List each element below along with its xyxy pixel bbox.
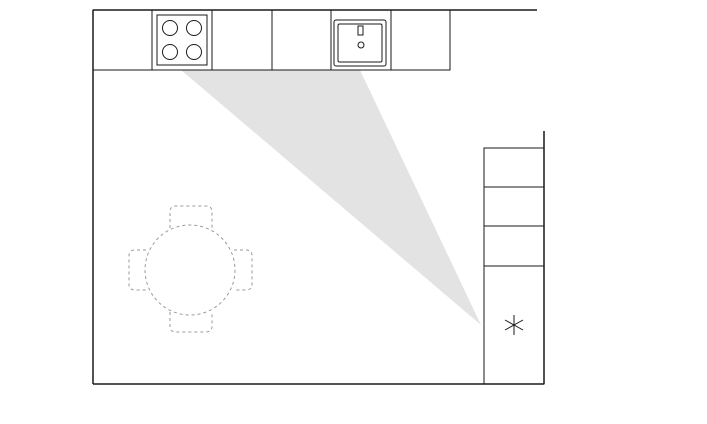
chair-left-icon bbox=[128, 249, 146, 291]
room-walls bbox=[92, 9, 545, 385]
burner-icon bbox=[186, 44, 202, 60]
burner-icon bbox=[186, 20, 202, 36]
work-triangle bbox=[181, 70, 481, 325]
faucet-icon bbox=[357, 25, 364, 36]
chair-top-icon bbox=[169, 205, 213, 228]
chair-right-icon bbox=[234, 249, 253, 291]
cooktop-icon bbox=[156, 14, 208, 66]
right-counter bbox=[483, 147, 545, 385]
sink-icon bbox=[333, 19, 387, 67]
top-counter bbox=[92, 9, 451, 71]
refrigerator-asterisk-icon bbox=[504, 315, 524, 335]
burner-icon bbox=[162, 44, 178, 60]
round-table-icon bbox=[144, 224, 236, 316]
drain-icon bbox=[357, 41, 365, 49]
chair-bottom-icon bbox=[169, 312, 213, 333]
dining-set bbox=[128, 205, 253, 333]
burner-icon bbox=[162, 20, 178, 36]
